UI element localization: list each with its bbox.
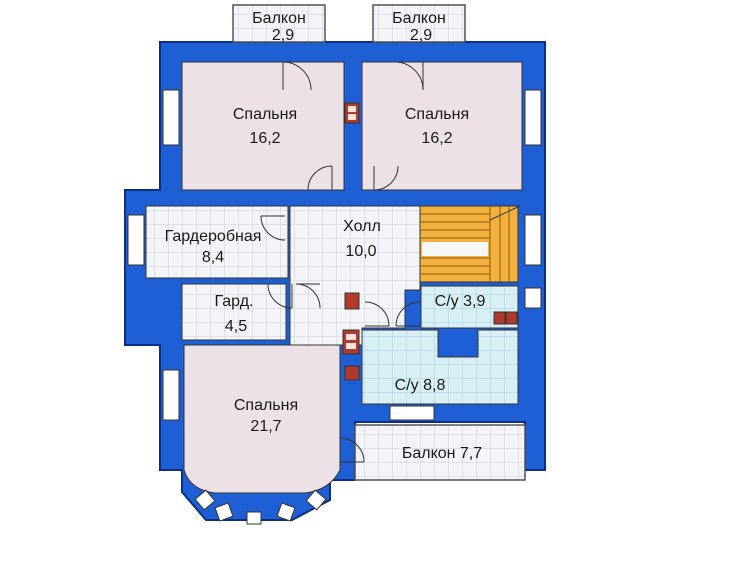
chimney-top [344, 102, 360, 124]
wardrobe-name: Гардеробная [165, 228, 262, 245]
small-wardrobe-area: 4,5 [225, 318, 247, 335]
bathroom-small: С/у 3,9 [420, 285, 519, 329]
windows [127, 89, 542, 421]
wardrobe-room: Гардеробная 8,4 [145, 205, 289, 279]
hall-room: Холл 10,0 [289, 205, 421, 346]
staircase [419, 205, 521, 283]
balcony-top-right-name: Балкон [392, 10, 446, 27]
bedroom-top-right-area: 16,2 [421, 130, 452, 147]
balcony-top-right-area: 2,9 [410, 27, 432, 44]
balcony-top-left-area: 2,9 [272, 27, 294, 44]
small-wardrobe-room: Гард. 4,5 [181, 283, 287, 341]
balcony-top-left: Балкон 2,9 [232, 4, 326, 44]
bedroom-bottom-area: 21,7 [250, 418, 281, 435]
bathroom-large-label: С/у 8,8 [395, 377, 446, 394]
bedroom-bottom: Спальня 21,7 [183, 344, 341, 494]
bedroom-top-left-name: Спальня [233, 106, 297, 123]
bedroom-top-right: Спальня 16,2 [361, 61, 523, 191]
bedroom-top-left-area: 16,2 [249, 130, 280, 147]
balcony-bottom: Балкон 7,7 [354, 424, 526, 481]
small-wardrobe-name: Гард. [215, 293, 254, 310]
bedroom-bottom-name: Спальня [234, 397, 298, 414]
bathroom-large: С/у 8,8 [361, 329, 519, 405]
wardrobe-area: 8,4 [202, 249, 224, 266]
balcony-top-right: Балкон 2,9 [372, 4, 466, 44]
chimney-mid [342, 292, 360, 381]
hall-name: Холл [343, 218, 381, 235]
bedroom-top-right-name: Спальня [405, 106, 469, 123]
bedroom-top-left: Спальня 16,2 [181, 61, 345, 191]
bay-windows [194, 489, 327, 525]
doors [260, 61, 424, 463]
balcony-bottom-label: Балкон 7,7 [402, 445, 482, 462]
balcony-top-left-name: Балкон [252, 10, 306, 27]
bathroom-small-label: С/у 3,9 [435, 293, 486, 310]
hall-area: 10,0 [345, 243, 376, 260]
